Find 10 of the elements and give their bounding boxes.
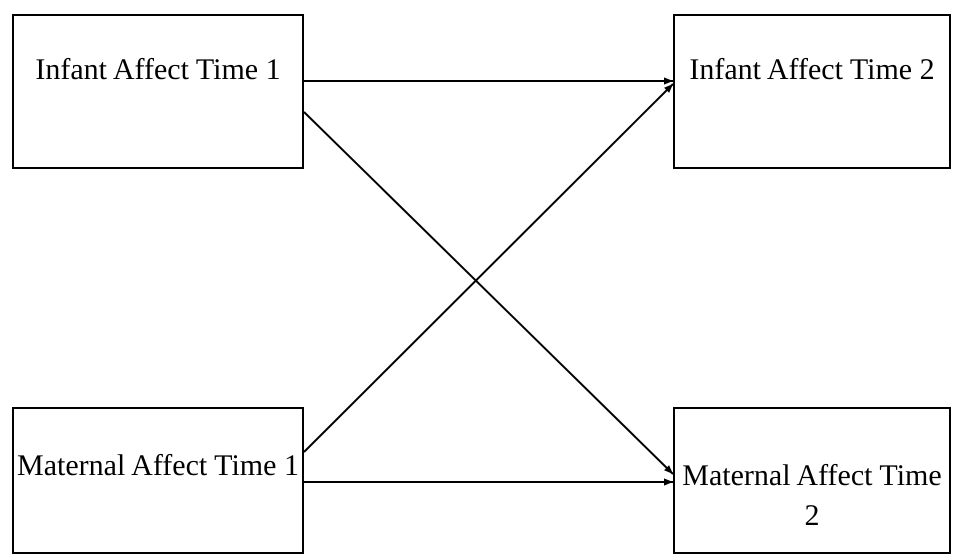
variable-label: Infant Affect Time 2 <box>689 52 935 88</box>
variable-label: Maternal Affect Time 1 <box>17 448 299 484</box>
variable-box <box>12 407 304 554</box>
variable-box <box>673 14 951 169</box>
variable-box <box>673 407 951 554</box>
variable-label: Maternal Affect Time 2 <box>681 458 943 534</box>
arrow <box>304 77 673 85</box>
variable-label: Infant Affect Time 1 <box>35 52 281 88</box>
variable-box <box>12 14 304 169</box>
arrow <box>304 478 673 486</box>
